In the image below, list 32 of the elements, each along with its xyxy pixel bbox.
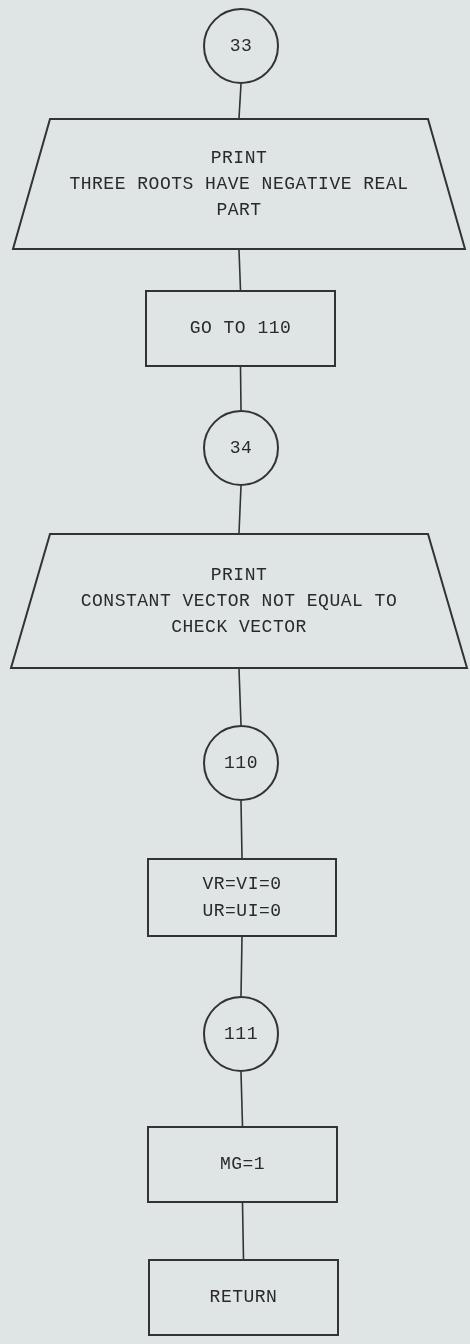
connector-line <box>240 800 243 859</box>
step-text: 110 <box>224 751 258 775</box>
step-text: UR=UI=0 <box>202 899 282 923</box>
step-text: MG=1 <box>219 1153 266 1177</box>
connector-circle <box>203 725 279 801</box>
output-trapezoid <box>10 533 468 669</box>
step-text: PRINT <box>210 563 268 587</box>
step-text: 33 <box>229 34 253 58</box>
output-trapezoid <box>12 118 466 250</box>
connector-line <box>241 1202 245 1260</box>
connector-line <box>240 1071 244 1127</box>
step-text: RETURN <box>209 1286 278 1310</box>
step-text: VR=VI=0 <box>202 873 282 897</box>
connector-line <box>240 936 243 997</box>
process-box <box>145 290 336 367</box>
step-text: GO TO 110 <box>189 317 292 341</box>
step-text: 34 <box>229 436 253 460</box>
connector-line <box>238 249 242 291</box>
step-text: PRINT <box>210 146 268 170</box>
process-box <box>147 1126 338 1203</box>
connector-line <box>238 485 242 534</box>
connector-line <box>238 668 242 726</box>
connector-circle <box>203 410 279 486</box>
connector-line <box>238 83 242 119</box>
step-text: THREE ROOTS HAVE NEGATIVE REAL PART <box>68 172 410 223</box>
step-text: CONSTANT VECTOR NOT EQUAL TO CHECK VECTOR <box>79 589 399 640</box>
process-box <box>147 858 337 937</box>
connector-circle <box>203 996 279 1072</box>
connector-line <box>239 366 242 411</box>
process-box <box>148 1259 339 1336</box>
step-text: 111 <box>224 1022 258 1046</box>
connector-circle <box>203 8 279 84</box>
